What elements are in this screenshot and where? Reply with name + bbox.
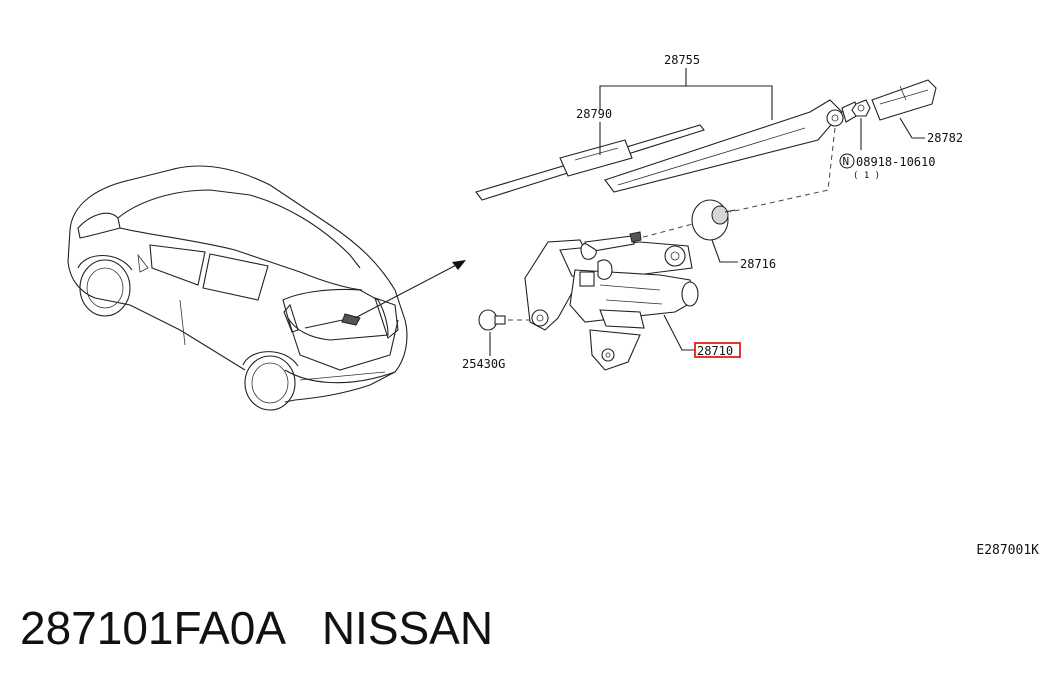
diagram-reference-code: E287001K bbox=[976, 543, 1039, 558]
grommet-part bbox=[691, 199, 736, 241]
callout-25430G: 25430G bbox=[462, 357, 505, 371]
leader-lines bbox=[489, 68, 925, 356]
callout-nut: 08918-10610 bbox=[856, 155, 935, 169]
wiper-arm bbox=[604, 99, 859, 193]
bolt-part bbox=[478, 309, 530, 331]
nut-symbol-badge: N bbox=[839, 153, 855, 169]
callout-28782: 28782 bbox=[927, 131, 963, 145]
wiper-motor bbox=[524, 231, 699, 371]
nut-symbol-letter: N bbox=[843, 155, 850, 168]
brand-name: NISSAN bbox=[321, 602, 494, 654]
callout-28716: 28716 bbox=[740, 257, 776, 271]
callout-28755: 28755 bbox=[664, 53, 700, 67]
callout-nut-qty: ( 1 ) bbox=[853, 171, 880, 181]
callout-28710: 28710 bbox=[697, 344, 733, 358]
wiper-blade bbox=[475, 124, 705, 201]
callout-28790: 28790 bbox=[576, 107, 612, 121]
part-number: 287101FA0A bbox=[20, 602, 284, 654]
rear-wheel bbox=[242, 351, 299, 411]
part-caption: 287101FA0A NISSAN bbox=[20, 598, 493, 658]
highlight-box bbox=[694, 342, 741, 358]
car-illustration bbox=[67, 165, 466, 411]
arm-cap bbox=[871, 79, 937, 121]
front-wheel bbox=[77, 255, 133, 317]
nut-part bbox=[851, 99, 871, 117]
